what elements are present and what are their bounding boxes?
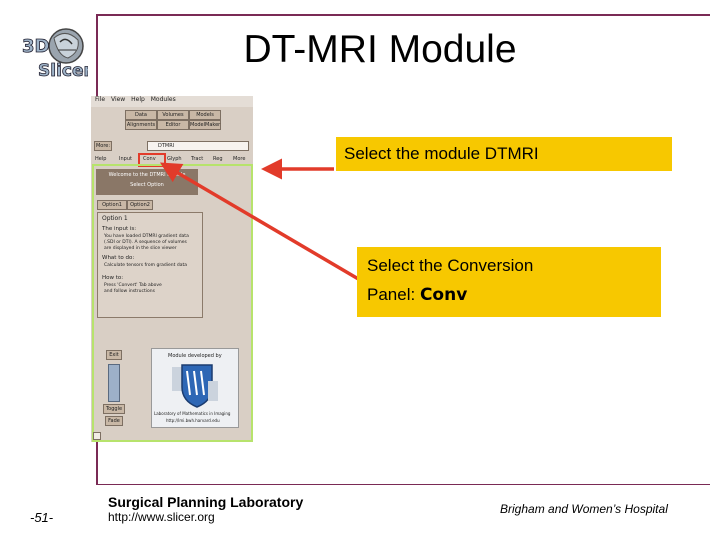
tab-help[interactable]: Help: [95, 156, 107, 162]
welcome-title: Welcome to the DTMRI Module: [108, 172, 186, 178]
footer-hospital: Brigham and Women’s Hospital: [500, 502, 668, 516]
callout-conv-prefix: Panel:: [367, 285, 420, 304]
slicer-app-window: File View Help Modules Data Volumes Mode…: [91, 96, 253, 442]
conv-tab-highlight: [138, 153, 166, 167]
slicer-logo: 3D Slicer: [22, 28, 88, 81]
volumes-button[interactable]: Volumes: [157, 110, 189, 120]
what-to-do-label: What to do:: [102, 255, 135, 261]
modelmaker-button[interactable]: ModelMaker: [189, 120, 221, 130]
option1-tab[interactable]: Option1: [97, 200, 127, 210]
callout-conversion-panel: Select the Conversion Panel: Conv: [357, 247, 661, 317]
toggle-button[interactable]: Toggle: [103, 404, 125, 414]
svg-text:3D: 3D: [22, 36, 49, 57]
footer-rule: [96, 484, 710, 485]
tab-tract[interactable]: Tract: [191, 156, 204, 162]
lmi-logo-panel: Module developed by Laboratory of Mathem…: [151, 348, 239, 428]
arrow-to-conv-tab: [159, 162, 373, 289]
select-option-label: Select Option: [130, 182, 164, 188]
header-rule: [96, 14, 710, 16]
tab-more[interactable]: More: [233, 156, 246, 162]
how-to-label: How to:: [102, 275, 124, 281]
callout-conv-bold: Conv: [419, 285, 468, 305]
menu-modules[interactable]: Modules: [150, 96, 176, 103]
module-select[interactable]: DTMRI: [147, 141, 249, 151]
editor-button[interactable]: Editor: [157, 120, 189, 130]
bottom-scroll-indicator[interactable]: [93, 432, 101, 440]
exit-button[interactable]: Exit: [106, 350, 122, 360]
menu-help[interactable]: Help: [131, 96, 145, 103]
menu-file[interactable]: File: [95, 96, 106, 103]
option-panel: Option 1 The input is: You have loaded D…: [97, 212, 203, 318]
lab-url: http://lmi.bwh.harvard.edu: [166, 418, 220, 423]
lmi-shield-icon: [172, 364, 218, 408]
callout-conv-line1: Select the Conversion: [367, 256, 534, 275]
footer-url[interactable]: http://www.slicer.org: [108, 510, 215, 524]
models-button[interactable]: Models: [189, 110, 221, 120]
svg-text:Slicer: Slicer: [38, 61, 88, 81]
option-heading: Option 1: [102, 215, 128, 222]
alignments-button[interactable]: Alignments: [125, 120, 157, 130]
input-is-label: The input is:: [102, 226, 137, 232]
page-number: -51-: [30, 510, 54, 525]
module-tabs: Help Input Conv Glyph Tract Reg More: [91, 155, 253, 165]
lab-name: Laboratory of Mathematics in Imaging: [154, 411, 231, 416]
tab-glyph[interactable]: Glyph: [167, 156, 182, 162]
fade-button[interactable]: Fade: [105, 416, 123, 426]
how-description: Press 'Convert' Tab above and follow ins…: [104, 283, 162, 294]
callout-select-module: Select the module DTMRI: [336, 137, 672, 171]
developed-by-label: Module developed by: [168, 353, 222, 359]
menu-view[interactable]: View: [110, 96, 126, 103]
option2-tab[interactable]: Option2: [127, 200, 153, 210]
tab-conv[interactable]: Conv: [143, 156, 156, 162]
callout-conv-line2: Panel: Conv: [367, 285, 467, 305]
what-description: Calculate tensors from gradient data: [104, 263, 187, 268]
slide-title: DT-MRI Module: [243, 28, 517, 71]
more-button[interactable]: More:: [94, 141, 112, 151]
callout-module-text: Select the module DTMRI: [344, 144, 539, 163]
footer-lab-name: Surgical Planning Laboratory: [108, 494, 304, 510]
fade-slider[interactable]: [108, 364, 120, 402]
menu-bar: File View Help Modules: [91, 96, 253, 107]
input-description: You have loaded DTMRI gradient data (.SD…: [104, 234, 189, 251]
tab-reg[interactable]: Reg: [213, 156, 223, 162]
data-button[interactable]: Data: [125, 110, 157, 120]
tab-input[interactable]: Input: [119, 156, 132, 162]
